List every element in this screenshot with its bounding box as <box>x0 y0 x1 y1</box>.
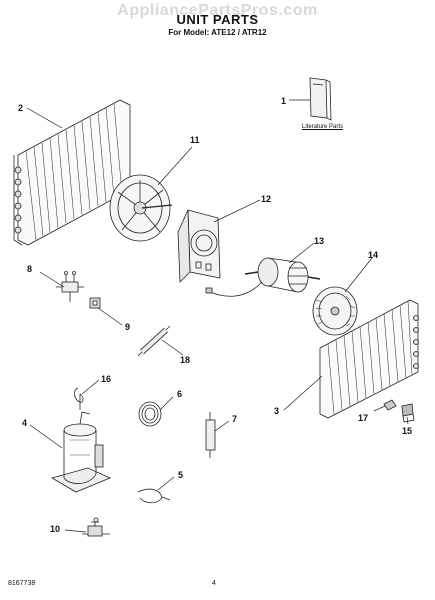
callout-3: 3 <box>274 406 280 416</box>
valve-assembly[interactable] <box>56 271 84 303</box>
fan-motor[interactable] <box>205 257 321 297</box>
model-subtitle: For Model: ATE12 / ATR12 <box>168 28 267 37</box>
callout-5: 5 <box>178 470 184 480</box>
callout-2: 2 <box>18 103 24 113</box>
mounting-bracket[interactable] <box>401 403 415 423</box>
motor-bracket[interactable] <box>177 209 221 283</box>
callout-7: 7 <box>232 414 238 424</box>
callout-1: 1 <box>281 96 287 106</box>
callout-16: 16 <box>101 374 112 384</box>
compressor[interactable] <box>50 411 112 493</box>
callout-9: 9 <box>125 322 131 332</box>
callout-13: 13 <box>314 236 325 246</box>
watermark-text: AppliancePartsPros.com <box>117 2 318 19</box>
drier-strainer[interactable] <box>137 325 171 357</box>
leader-lines <box>26 99 409 533</box>
fan-blade[interactable] <box>109 174 173 242</box>
blower-wheel[interactable] <box>312 286 358 336</box>
callout-12: 12 <box>261 194 272 204</box>
callout-4: 4 <box>22 418 28 428</box>
callout-14: 14 <box>368 250 379 260</box>
capillary-coil[interactable] <box>138 401 162 427</box>
literature-booklet[interactable] <box>309 77 332 121</box>
callout-15: 15 <box>402 426 413 436</box>
overload-clip[interactable] <box>74 387 84 410</box>
callout-17: 17 <box>358 413 369 423</box>
callout-18: 18 <box>180 355 191 365</box>
diagram-title: UNIT PARTS <box>176 12 259 27</box>
callout-6: 6 <box>177 389 183 399</box>
capacitor-tube[interactable] <box>205 412 216 458</box>
wire-harness[interactable] <box>137 488 171 504</box>
thermostat[interactable] <box>82 517 110 537</box>
valve-coil[interactable] <box>89 297 101 309</box>
callout-10: 10 <box>50 524 61 534</box>
page-number: 4 <box>212 580 216 587</box>
evaporator-coil[interactable] <box>319 299 419 419</box>
document-code: 8167738 <box>8 580 36 587</box>
callout-11: 11 <box>190 135 200 145</box>
callout-8: 8 <box>27 264 33 274</box>
condenser-coil[interactable] <box>13 99 131 246</box>
literature-parts-label: Literature Parts <box>302 124 344 130</box>
small-clip[interactable] <box>383 399 397 411</box>
